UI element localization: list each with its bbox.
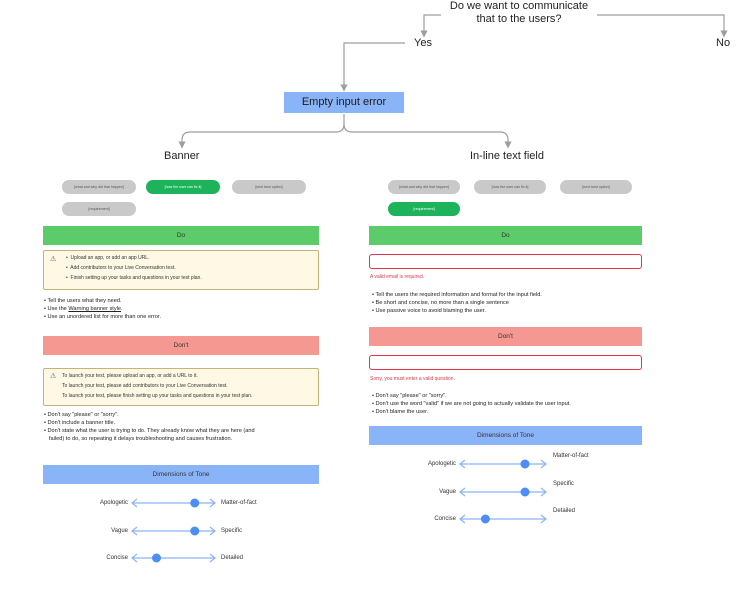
banner-do-warning-example: ⚠ • Upload an app, or add an app URL. • … <box>43 250 319 290</box>
tone-left-label: Apologetic <box>99 500 128 506</box>
inline-pill-how-fix: [how the user can fix it] <box>474 180 546 194</box>
banner-pill-how-fix: [how the user can fix it] <box>146 180 220 194</box>
inline-do-bullet: • Tell the users the required informatio… <box>372 292 542 298</box>
connector-question-to-yes <box>420 14 441 38</box>
tone-left-label: Vague <box>111 528 128 534</box>
inline-column-title: In-line text field <box>470 150 544 162</box>
inline-pill-requirement: [requirement] <box>388 202 460 216</box>
decision-question: Do we want to communicate that to the us… <box>449 0 589 25</box>
banner-dont-example-line: To launch your test, please finish setti… <box>62 393 253 399</box>
banner-pill-requirement: [requirement] <box>62 202 136 216</box>
banner-dont-bullet: • Don't state what the user is trying to… <box>44 428 255 434</box>
inline-do-input-example[interactable] <box>369 254 642 269</box>
banner-tone-header: Dimensions of Tone <box>43 465 319 484</box>
banner-dont-bullet-continued: failed) to do, so repeating it delays tr… <box>49 436 233 442</box>
inline-pill-next-option: [next best option] <box>560 180 632 194</box>
inline-dont-bullet: • Don't use the word "valid" if we are n… <box>372 401 571 407</box>
inline-dont-input-example[interactable] <box>369 355 642 370</box>
tone-right-label: Specific <box>221 528 243 534</box>
banner-dont-bullet: • Don't say "please" or "sorry". <box>44 412 119 418</box>
tone-left-label: Concise <box>434 516 456 522</box>
tone-right-label: Detailed <box>221 555 244 561</box>
tone-left-label: Apologetic <box>427 461 456 467</box>
banner-do-bullet: • Tell the users what they need. <box>44 298 122 304</box>
inline-dont-bullet: • Don't blame the user. <box>372 409 429 415</box>
inline-do-bullet: • Be short and concise, no more than a s… <box>372 300 509 306</box>
warning-banner-style-link[interactable]: Warning banner style <box>68 306 122 312</box>
branch-yes-label: Yes <box>414 37 432 49</box>
inline-dont-error-text: Sorry, you must enter a valid question. <box>370 376 455 382</box>
inline-pill-what-why: [what and why did that happen] <box>388 180 460 194</box>
connector-node-to-inline <box>343 123 512 149</box>
banner-dont-example-line: To launch your test, please add contribu… <box>62 383 228 389</box>
banner-pill-what-why: [what and why did that happen] <box>62 180 136 194</box>
inline-dont-header: Don't <box>369 327 642 346</box>
connector-node-to-banner <box>178 114 345 149</box>
banner-dont-bullet: • Don't include a banner title. <box>44 420 116 426</box>
warning-icon: ⚠ <box>50 256 57 263</box>
banner-dont-example-line: To launch your test, please upload an ap… <box>62 373 198 379</box>
tone-right-label: Detailed <box>553 508 576 514</box>
inline-dont-bullet: • Don't say "please" or "sorry". <box>372 393 447 399</box>
banner-do-bullet: • Use an unordered list for more than on… <box>44 314 162 320</box>
branch-no-label: No <box>716 37 731 49</box>
banner-do-example-line: • Upload an app, or add an app URL. <box>66 255 150 261</box>
banner-pill-next-option: [next best option] <box>232 180 306 194</box>
tone-left-label: Vague <box>439 489 456 495</box>
banner-do-bullet: • Use the Warning banner style. <box>44 306 123 312</box>
connector-yes-to-node <box>340 42 405 92</box>
banner-dont-warning-example: ⚠ To launch your test, please upload an … <box>43 368 319 406</box>
banner-do-example-line: • Add contributors to your Live Conversa… <box>66 265 176 271</box>
tone-right-label: Specific <box>553 481 575 487</box>
tone-right-label: Matter-of-fact <box>221 500 257 506</box>
banner-column-title: Banner <box>164 150 200 162</box>
banner-do-example-line: • Finish setting up your tasks and quest… <box>66 275 202 281</box>
inline-tone-header: Dimensions of Tone <box>369 426 642 445</box>
inline-do-header: Do <box>369 226 642 245</box>
inline-do-bullet: • Use passive voice to avoid blaming the… <box>372 308 486 314</box>
inline-do-error-text: A valid email is required. <box>370 274 425 280</box>
tone-right-label: Matter-of-fact <box>553 453 589 459</box>
banner-do-header: Do <box>43 226 319 245</box>
banner-dont-header: Don't <box>43 336 319 355</box>
tone-left-label: Concise <box>106 555 128 561</box>
empty-input-error-node: Empty input error <box>284 92 404 113</box>
warning-icon: ⚠ <box>50 373 57 380</box>
connector-question-to-no <box>597 14 728 38</box>
